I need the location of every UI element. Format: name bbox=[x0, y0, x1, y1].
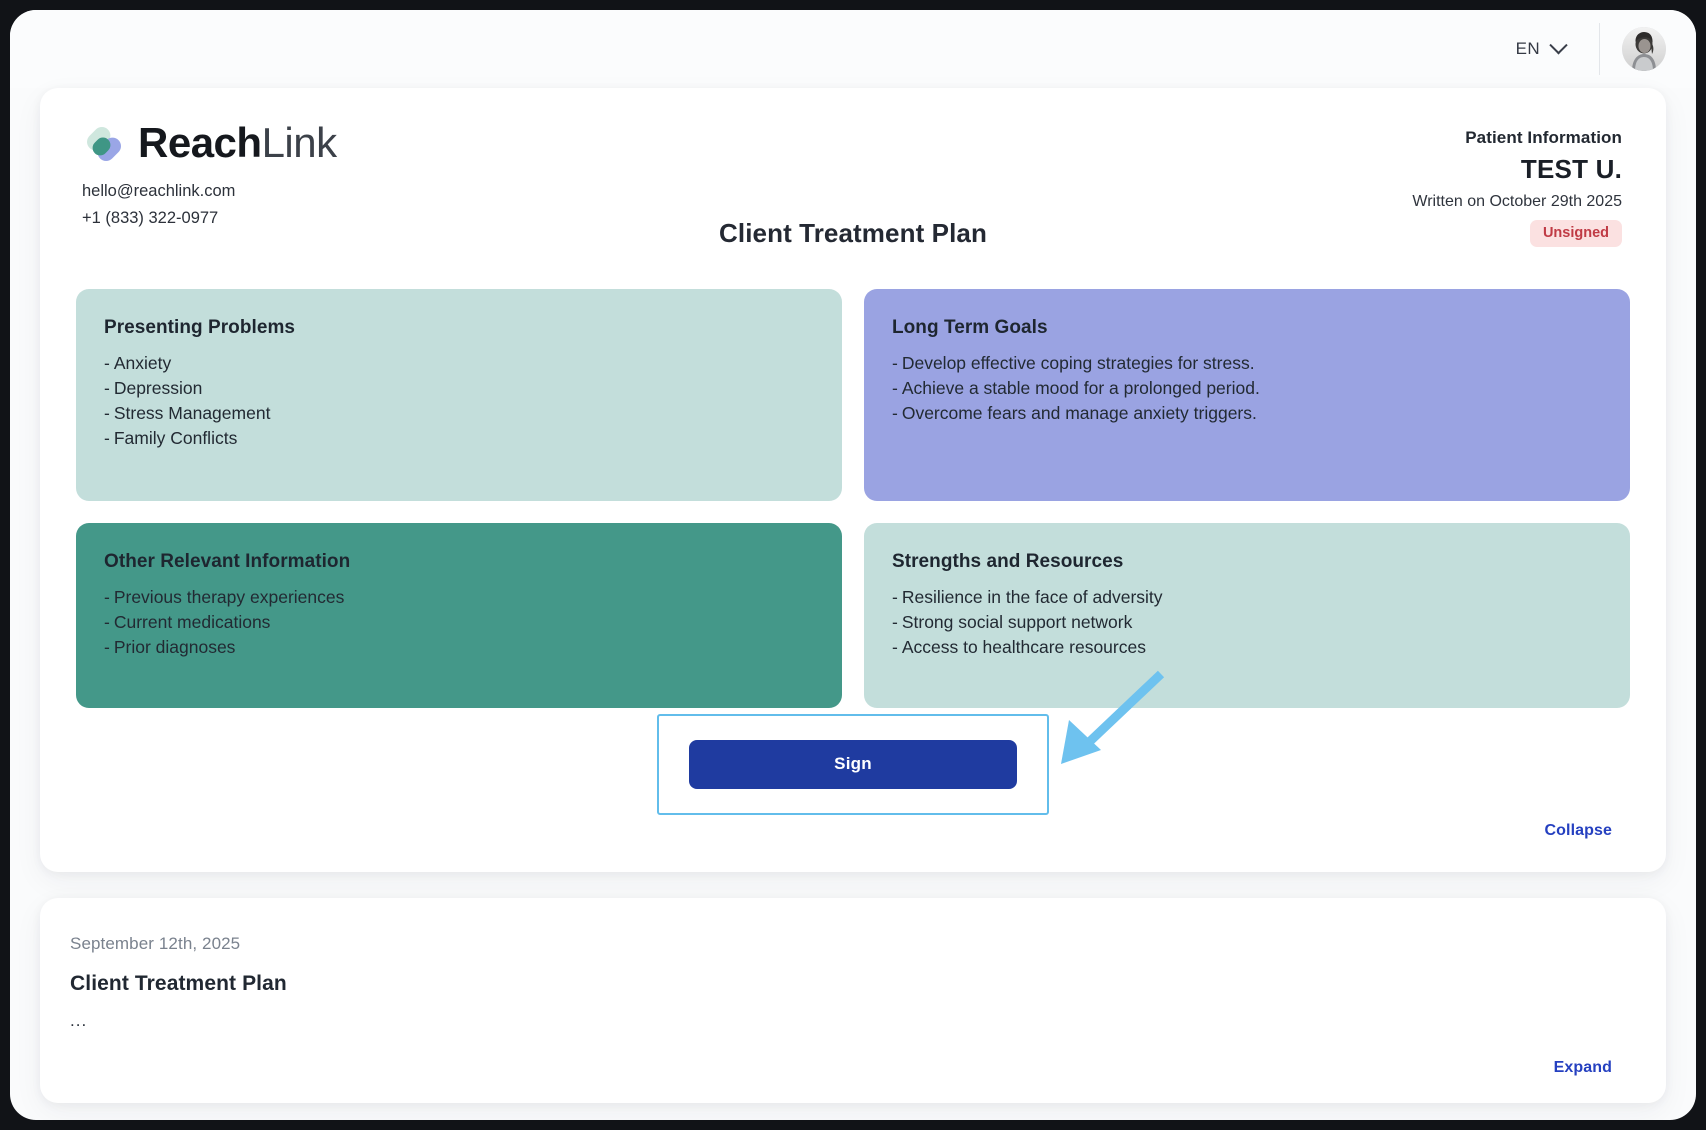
brand-row: ReachLink bbox=[82, 122, 337, 164]
treatment-plan-card: ReachLink hello@reachlink.com +1 (833) 3… bbox=[40, 88, 1666, 872]
bullet-dash: - bbox=[104, 377, 110, 398]
patient-information-label: Patient Information bbox=[1465, 128, 1622, 147]
bullet-dash: - bbox=[104, 427, 110, 448]
list-item: -Overcome fears and manage anxiety trigg… bbox=[892, 401, 1602, 426]
previous-entry-card: September 12th, 2025 Client Treatment Pl… bbox=[40, 898, 1666, 1103]
contact-block: hello@reachlink.com +1 (833) 322-0977 bbox=[82, 178, 337, 231]
list-item-text: Overcome fears and manage anxiety trigge… bbox=[901, 402, 1257, 423]
list-item-text: Access to healthcare resources bbox=[901, 636, 1146, 657]
expand-row: Expand bbox=[70, 1031, 1636, 1077]
list-item: -Access to healthcare resources bbox=[892, 635, 1602, 660]
bullet-dash: - bbox=[892, 402, 898, 423]
patient-name: TEST U. bbox=[1520, 154, 1622, 184]
language-selector[interactable]: EN bbox=[1508, 33, 1573, 65]
bullet-dash: - bbox=[892, 636, 898, 657]
contact-email: hello@reachlink.com bbox=[82, 182, 236, 200]
bullet-dash: - bbox=[892, 587, 898, 607]
panel-heading: Other Relevant Information bbox=[104, 551, 351, 572]
list-item-text: Prior diagnoses bbox=[113, 636, 236, 657]
panel-heading: Presenting Problems bbox=[104, 317, 296, 338]
status-badge: Unsigned bbox=[1529, 220, 1622, 247]
list-item: -Anxiety bbox=[104, 351, 814, 376]
bullet-dash: - bbox=[104, 402, 110, 423]
list-item-text: Resilience in the face of adversity bbox=[901, 587, 1163, 607]
brand-block: ReachLink hello@reachlink.com +1 (833) 3… bbox=[70, 122, 337, 231]
panel-list: -Anxiety -Depression -Stress Management … bbox=[104, 351, 814, 450]
panel-other-relevant-information: Other Relevant Information -Previous the… bbox=[76, 523, 842, 708]
list-item-text: Current medications bbox=[113, 611, 271, 632]
contact-phone: +1 (833) 322-0977 bbox=[82, 208, 219, 227]
panel-list: -Previous therapy experiences -Current m… bbox=[104, 585, 814, 660]
panel-long-term-goals: Long Term Goals -Develop effective copin… bbox=[864, 289, 1630, 501]
bullet-dash: - bbox=[104, 611, 110, 632]
list-item: -Strong social support network bbox=[892, 610, 1602, 635]
bullet-dash: - bbox=[104, 636, 110, 657]
list-item: -Current medications bbox=[104, 610, 814, 635]
document-header: ReachLink hello@reachlink.com +1 (833) 3… bbox=[70, 122, 1636, 248]
list-item-text: Develop effective coping strategies for … bbox=[901, 353, 1255, 373]
avatar[interactable] bbox=[1622, 27, 1666, 71]
list-item: -Achieve a stable mood for a prolonged p… bbox=[892, 376, 1602, 401]
list-item-text: Achieve a stable mood for a prolonged pe… bbox=[901, 377, 1260, 398]
user-avatar-icon bbox=[1622, 27, 1666, 71]
list-item: -Prior diagnoses bbox=[104, 635, 814, 660]
panel-list: -Resilience in the face of adversity -St… bbox=[892, 585, 1602, 660]
sign-highlight-box: Sign bbox=[657, 713, 1049, 815]
status-badge-row: Unsigned bbox=[1412, 220, 1622, 247]
bullet-dash: - bbox=[892, 611, 898, 632]
list-item: -Stress Management bbox=[104, 401, 814, 426]
chevron-down-icon bbox=[1549, 35, 1568, 54]
bullet-dash: - bbox=[104, 587, 110, 607]
expand-link[interactable]: Expand bbox=[1553, 1059, 1612, 1076]
entry-preview: ... bbox=[70, 1011, 88, 1030]
collapse-row: Collapse bbox=[70, 816, 1636, 846]
bullet-dash: - bbox=[892, 353, 898, 373]
panel-heading: Long Term Goals bbox=[892, 317, 1048, 338]
header-divider bbox=[1599, 23, 1600, 75]
list-item-text: Stress Management bbox=[113, 402, 271, 423]
sign-button[interactable]: Sign bbox=[689, 739, 1017, 789]
patient-info-block: Patient Information TEST U. Written on O… bbox=[1412, 122, 1636, 247]
list-item: -Depression bbox=[104, 376, 814, 401]
list-item-text: Strong social support network bbox=[901, 611, 1133, 632]
list-item: -Develop effective coping strategies for… bbox=[892, 351, 1602, 376]
list-item: -Resilience in the face of adversity bbox=[892, 585, 1602, 610]
panel-list: -Develop effective coping strategies for… bbox=[892, 351, 1602, 426]
list-item-text: Family Conflicts bbox=[113, 427, 238, 448]
panel-presenting-problems: Presenting Problems -Anxiety -Depression… bbox=[76, 289, 842, 501]
list-item: -Family Conflicts bbox=[104, 426, 814, 451]
list-item-text: Anxiety bbox=[113, 353, 172, 373]
bullet-dash: - bbox=[104, 353, 110, 373]
plan-panel-grid: Presenting Problems -Anxiety -Depression… bbox=[70, 289, 1636, 708]
list-item-text: Previous therapy experiences bbox=[113, 587, 345, 607]
app-viewport: EN bbox=[10, 10, 1696, 1120]
panel-strengths-and-resources: Strengths and Resources -Resilience in t… bbox=[864, 523, 1630, 708]
brand-wordmark: ReachLink bbox=[138, 122, 337, 164]
list-item-text: Depression bbox=[113, 377, 203, 398]
reachlink-heart-logo-icon bbox=[87, 127, 121, 161]
bullet-dash: - bbox=[892, 377, 898, 398]
entry-date: September 12th, 2025 bbox=[70, 934, 241, 953]
written-on-date: Written on October 29th 2025 bbox=[1412, 193, 1622, 210]
brand-name-light: Link bbox=[261, 119, 338, 166]
collapse-link[interactable]: Collapse bbox=[1544, 822, 1612, 839]
language-label: EN bbox=[1515, 39, 1540, 58]
brand-name-bold: Reach bbox=[138, 119, 262, 166]
entry-title: Client Treatment Plan bbox=[70, 972, 287, 995]
page-content: ReachLink hello@reachlink.com +1 (833) 3… bbox=[10, 88, 1696, 1103]
sign-area: Sign bbox=[70, 670, 1636, 816]
list-item: -Previous therapy experiences bbox=[104, 585, 814, 610]
panel-heading: Strengths and Resources bbox=[892, 551, 1124, 572]
top-bar: EN bbox=[10, 10, 1696, 88]
